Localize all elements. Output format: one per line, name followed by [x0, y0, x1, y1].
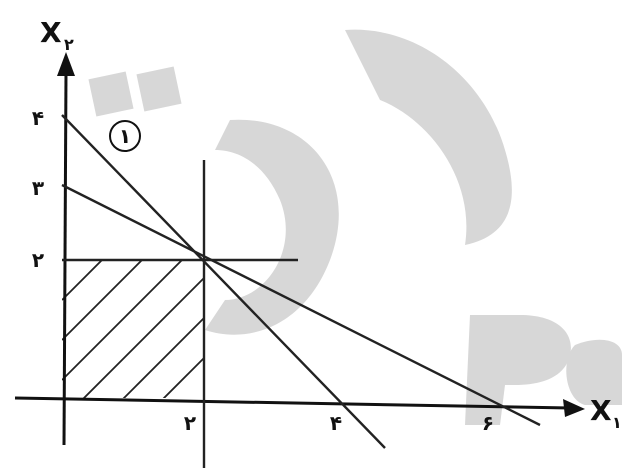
- y-tick-4: ۴: [32, 106, 44, 130]
- constraint-marker-label: ۱: [119, 124, 131, 148]
- x-tick-6: ۶: [482, 411, 494, 435]
- constraint-marker-circle: [109, 120, 141, 152]
- x-axis: [14, 396, 571, 410]
- x-axis-label: X: [590, 394, 612, 427]
- constraint-line-2: [61, 183, 541, 427]
- y-tick-2: ۲: [32, 248, 44, 272]
- y-axis-subscript: ۲: [64, 35, 74, 54]
- x-tick-4: ۴: [330, 411, 342, 435]
- y-tick-3: ۳: [32, 176, 44, 200]
- x-axis-arrowhead: [563, 399, 585, 417]
- x-tick-2: ۲: [184, 411, 196, 435]
- watermark-logo: [88, 29, 622, 425]
- y-axis-label: X: [40, 16, 62, 49]
- y-axis: [62, 71, 68, 446]
- y-axis-arrowhead: [57, 52, 75, 76]
- constraint-line-1: [61, 114, 386, 449]
- x-axis-subscript: ۱: [612, 413, 622, 432]
- feasible-region: [62, 260, 204, 398]
